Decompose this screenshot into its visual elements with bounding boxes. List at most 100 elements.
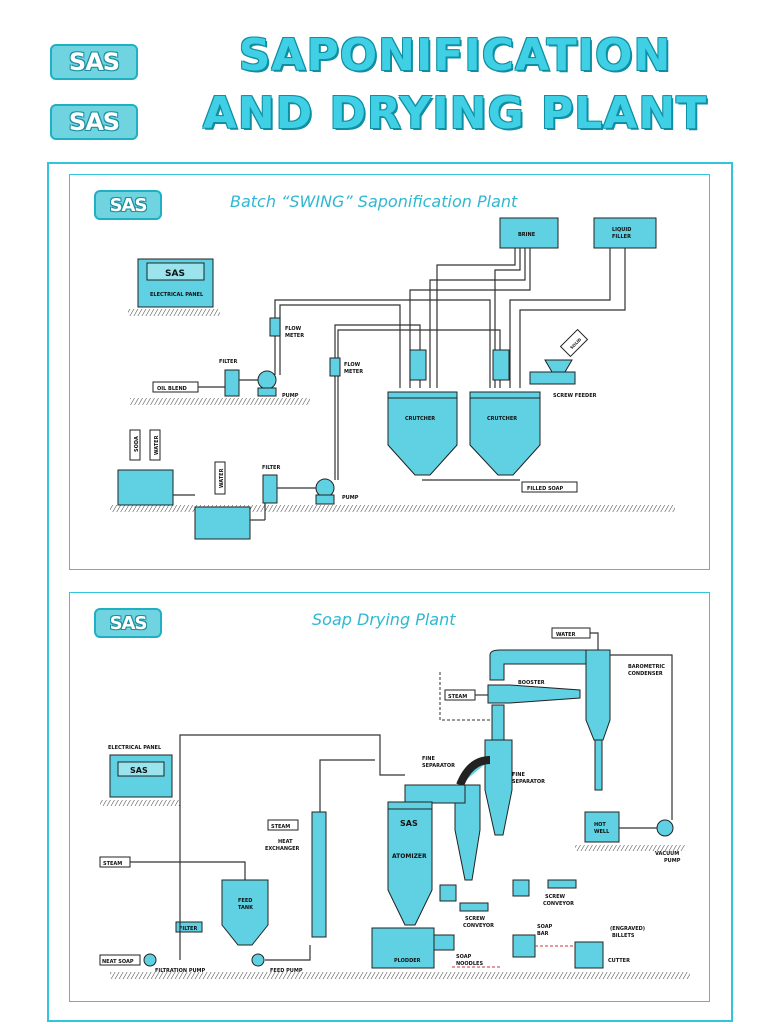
panel1-title: Batch “SWING” Saponification Plant — [230, 192, 518, 211]
soda-arrow — [129, 429, 141, 461]
bar-press — [512, 934, 536, 958]
flow-meter-1 — [269, 317, 281, 337]
neat-soap-label: NEAT SOAP — [102, 959, 134, 965]
fine-separator-right — [484, 739, 513, 836]
crutcher-1-label: CRUTCHER — [405, 416, 435, 422]
solid-filler-arrow — [559, 328, 589, 358]
barometric-label: BAROMETRIC — [628, 664, 665, 670]
flow-meter-2-label-2: METER — [344, 369, 363, 375]
sas-logo-bottom: SAS — [50, 104, 138, 140]
ground-oil — [130, 398, 310, 405]
electrical-panel-label: ELECTRICAL PANEL — [150, 292, 204, 298]
outer-frame — [47, 162, 733, 1022]
feed-pump — [251, 953, 265, 967]
flow-meter-2 — [329, 357, 341, 377]
cutter-label: CUTTER — [608, 958, 630, 964]
hot-well-label-2: WELL — [594, 829, 610, 835]
ground-electrical-2 — [100, 800, 180, 806]
filled-soap-label: FILLED SOAP — [527, 486, 564, 492]
sas-logo-top: SAS — [50, 44, 138, 80]
filter-2 — [262, 474, 278, 504]
steam-label-2: STEAM — [271, 824, 290, 830]
soap-noodles-label-2: NOODLES — [456, 961, 483, 967]
drying-panel — [69, 592, 710, 1002]
ground-main-2 — [110, 972, 690, 979]
flow-meter-1-label: FLOW — [285, 326, 302, 332]
liquid-filler-label: LIQUID — [612, 227, 631, 233]
fine-separator-left-label-2: SEPARATOR — [422, 763, 455, 769]
atomizer-duct — [404, 784, 466, 804]
plodder — [371, 927, 435, 969]
pump-2-label: PUMP — [342, 495, 359, 501]
panel1-sas-logo: SAS — [94, 190, 162, 220]
electrical-panel-sas: SAS — [165, 269, 185, 279]
screw-conveyor-left-label-2: CONVEYOR — [463, 923, 494, 929]
screw-conveyor-left — [459, 902, 489, 912]
steam-label-3: STEAM — [103, 861, 122, 867]
vacuum-pump-label-2: PUMP — [664, 858, 681, 864]
hot-well — [584, 811, 620, 843]
feed-tank — [221, 879, 269, 946]
soda-tank — [117, 469, 174, 506]
ground-hotwell — [575, 845, 685, 851]
screw-conveyor-right-label: SCREW — [545, 894, 566, 900]
ground-electrical — [128, 309, 220, 316]
cutter — [574, 941, 604, 969]
electrical-panel-2-label: ELECTRICAL PANEL — [108, 745, 162, 751]
water-arrow-2 — [214, 461, 226, 495]
heat-exchanger-label: HEAT — [278, 839, 293, 845]
pump-1-label: PUMP — [282, 393, 299, 399]
neat-soap-arrow — [99, 954, 141, 966]
saponification-panel — [69, 174, 710, 570]
fine-separator-right-label-2: SEPARATOR — [512, 779, 545, 785]
screw-conveyor-right — [547, 879, 577, 889]
heat-exchanger-label-2: EXCHANGER — [265, 846, 300, 852]
page-title-line-1: SAPONIFICATION — [238, 30, 672, 81]
liquid-filler-label-2: FILLER — [612, 234, 631, 240]
billets-label: BILLETS — [612, 933, 635, 939]
plodder-label: PLODDER — [394, 958, 421, 964]
water-label-1: WATER — [154, 435, 160, 455]
fine-separator-left — [454, 784, 481, 881]
booster — [487, 684, 581, 704]
screw-conveyor-right-label-2: CONVEYOR — [543, 901, 574, 907]
liquid-filler-tank — [593, 217, 657, 249]
vacuum-pump — [656, 819, 674, 837]
heat-exchanger — [311, 811, 327, 938]
soap-bar-label-2: BAR — [537, 931, 549, 937]
barometric-condenser — [585, 649, 611, 741]
fine-separator-right-label: FINE — [512, 772, 525, 778]
electrical-panel-2 — [109, 754, 173, 798]
condenser-label: CONDENSER — [628, 671, 663, 677]
panel2-title: Soap Drying Plant — [312, 610, 456, 629]
filter-3-label: FILTER — [179, 926, 197, 932]
steam-label-1: STEAM — [448, 694, 467, 700]
booster-label: BOOSTER — [518, 680, 545, 686]
engraved-label: (ENGRAVED) — [610, 926, 645, 932]
water-arrow-1 — [149, 429, 161, 461]
water-label-2: WATER — [219, 468, 225, 488]
oil-blend-label: OIL BLEND — [157, 386, 187, 392]
flow-meter-1-label-2: METER — [285, 333, 304, 339]
under-tank — [194, 506, 251, 540]
filter-1-label: FILTER — [219, 359, 237, 365]
filtration-pump-label: FILTRATION PUMP — [155, 968, 206, 974]
filter-1 — [224, 369, 240, 397]
crutcher-2-label: CRUTCHER — [487, 416, 517, 422]
bin-right — [512, 879, 530, 897]
screw-conveyor-left-label: SCREW — [465, 916, 486, 922]
feed-tank-label-2: TANK — [238, 905, 254, 911]
water-label: WATER — [556, 632, 576, 638]
ground-main — [110, 505, 675, 512]
flow-meter-2-label: FLOW — [344, 362, 361, 368]
fine-separator-left-label: FINE — [422, 756, 435, 762]
steam-arrow-2 — [267, 819, 299, 831]
vacuum-pump-label: VACUUM — [655, 851, 679, 857]
filled-soap-arrow — [521, 481, 578, 493]
crutcher-1 — [387, 349, 458, 476]
bin-left — [439, 884, 457, 902]
atomizer-logo: SAS — [400, 819, 418, 828]
filter-2-label: FILTER — [262, 465, 280, 471]
page-title-line-2: AND DRYING PLANT — [202, 88, 708, 139]
